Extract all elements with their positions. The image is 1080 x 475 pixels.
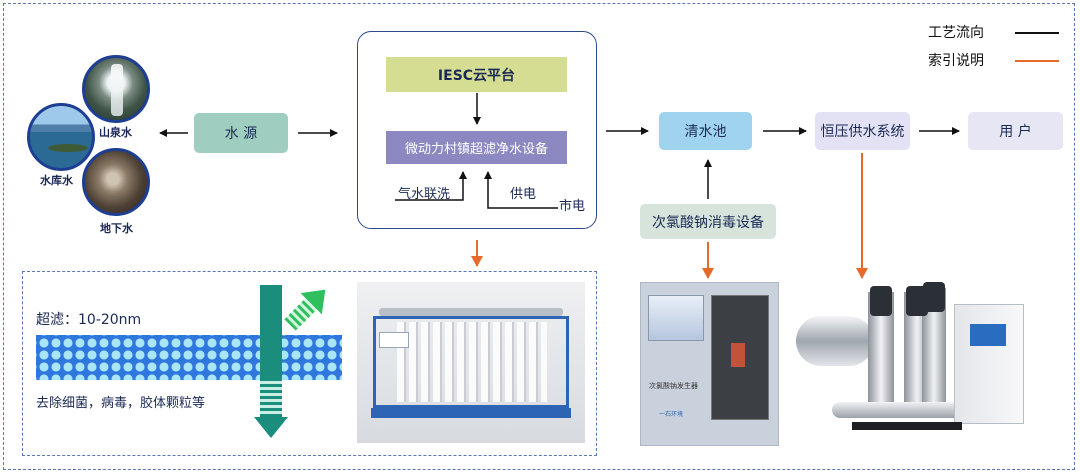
unit-base bbox=[371, 408, 571, 418]
pressure-system-box: 恒压供水系统 bbox=[815, 112, 910, 150]
power-supply-label: 供电 bbox=[510, 187, 537, 202]
backwash-label: 气水联洗 bbox=[398, 187, 451, 202]
outer-dashed-frame bbox=[3, 3, 1075, 470]
pump-tank bbox=[796, 316, 874, 366]
pump-cabinet-screen bbox=[970, 324, 1006, 346]
reservoir-island bbox=[48, 144, 88, 152]
user-box: 用 户 bbox=[968, 112, 1063, 150]
mountain-spring-photo bbox=[82, 55, 150, 123]
detail-dashed-panel bbox=[22, 271, 597, 456]
device-window-pump bbox=[731, 343, 745, 367]
groundwater-label: 地下水 bbox=[100, 222, 133, 235]
city-power-label: 市电 bbox=[559, 199, 586, 214]
pump-base bbox=[852, 422, 962, 430]
pump-cabinet bbox=[954, 304, 1024, 424]
device-screen bbox=[648, 295, 704, 341]
unit-top-pipe bbox=[379, 308, 563, 316]
groundwater-photo bbox=[82, 148, 150, 216]
unit-logo-plate bbox=[379, 332, 409, 348]
pump-motor-3 bbox=[923, 282, 945, 312]
ultrafiltration-unit-photo bbox=[357, 282, 585, 443]
membrane-band bbox=[36, 335, 342, 380]
pump-motor-1 bbox=[870, 286, 892, 316]
legend-process-flow-label: 工艺流向 bbox=[928, 25, 984, 41]
pressure-pump-photo bbox=[792, 282, 1030, 444]
ultrafiltration-label: 超滤：10-20nm bbox=[36, 312, 142, 328]
disinfection-device-photo: 次氯酸钠发生器 一石环境 bbox=[640, 282, 779, 446]
unit-tubes bbox=[397, 322, 547, 402]
pump-base-pipe bbox=[832, 402, 972, 418]
disinfection-box: 次氯酸钠消毒设备 bbox=[640, 204, 776, 239]
equipment-box: 微动力村镇超滤净水设备 bbox=[386, 131, 567, 164]
clear-pool-box: 清水池 bbox=[659, 112, 752, 150]
removes-label: 去除细菌，病毒，胶体颗粒等 bbox=[36, 396, 206, 411]
reservoir-label: 水库水 bbox=[40, 174, 73, 187]
reservoir-photo bbox=[27, 103, 95, 171]
device-brand-label: 一石环境 bbox=[659, 411, 684, 418]
mountain-spring-label: 山泉水 bbox=[99, 126, 132, 139]
pump-motor-2 bbox=[906, 286, 928, 316]
legend-process-flow-line bbox=[1015, 32, 1059, 34]
unit-frame bbox=[373, 316, 569, 408]
legend-index-note-label: 索引说明 bbox=[928, 53, 984, 69]
waterfall-streak bbox=[111, 64, 123, 116]
iesc-platform-box: IESC云平台 bbox=[386, 57, 567, 92]
device-generator-label: 次氯酸钠发生器 bbox=[649, 382, 698, 390]
equipment-panel bbox=[357, 31, 597, 229]
legend-index-note-line bbox=[1015, 60, 1059, 62]
water-source-box: 水 源 bbox=[194, 113, 288, 153]
